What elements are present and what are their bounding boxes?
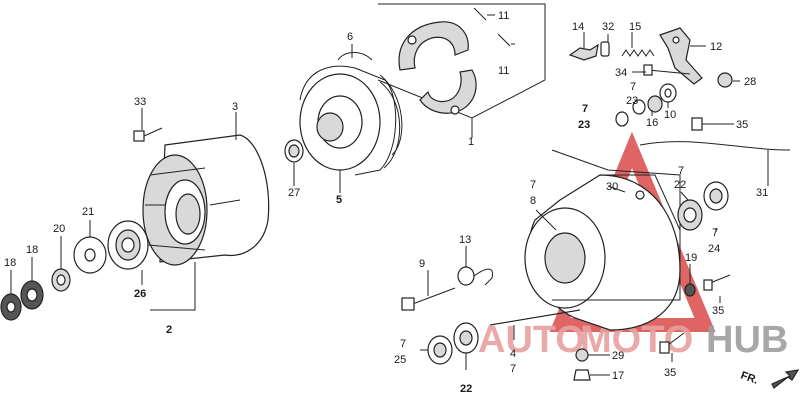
callout-16: 16 (646, 117, 658, 129)
callout-2: 2 (166, 324, 172, 336)
callout-23b: 23 (578, 119, 590, 131)
spacer-20 (51, 268, 71, 292)
seal-22-upper (677, 199, 703, 231)
cam-spring-13 (457, 266, 494, 286)
callout-7b: 7 (582, 103, 588, 115)
bolt-17 (573, 369, 591, 381)
o-ring-23a (632, 99, 646, 115)
axle-4 (489, 309, 581, 326)
callout-labels: 11 11 6 14 32 15 12 34 28 33 3 7 23 16 1… (4, 10, 768, 395)
brake-cable-31 (639, 141, 791, 151)
callout-23a: 23 (626, 95, 638, 107)
bolt-35-upper (691, 117, 728, 131)
wheel-hub (142, 134, 270, 266)
callout-22a: 22 (674, 179, 686, 191)
seal-25 (427, 335, 453, 365)
callout-34: 34 (615, 67, 627, 79)
washer-16 (647, 95, 663, 113)
callout-6: 6 (347, 31, 353, 43)
callout-4: 4 (510, 348, 516, 360)
callout-5: 5 (336, 194, 342, 206)
callout-17: 17 (612, 370, 624, 382)
callout-18b: 18 (4, 257, 16, 269)
nut-29 (575, 348, 589, 362)
callout-19: 19 (685, 252, 697, 264)
callout-24: 24 (708, 243, 720, 255)
seal-18a (20, 280, 44, 310)
callout-25: 25 (394, 354, 406, 366)
callout-11a: 11 (498, 10, 509, 22)
leader-lines (10, 14, 769, 376)
washer-21 (73, 236, 107, 274)
nut-28 (717, 72, 733, 88)
callout-10: 10 (664, 109, 676, 121)
callout-18a: 18 (26, 244, 38, 256)
brake-arm-12 (659, 27, 703, 85)
callout-20: 20 (53, 223, 65, 235)
spring-pins (473, 7, 511, 47)
watermark-word-hub: HUB (706, 319, 788, 361)
bolt-35-right (703, 274, 731, 291)
callout-7f: 7 (400, 338, 406, 350)
callout-3: 3 (232, 101, 238, 113)
bolt-34 (643, 64, 691, 76)
callout-7e: 7 (712, 227, 718, 239)
callout-11b: 11 (498, 65, 509, 77)
direction-label: FR. (739, 370, 760, 387)
callout-1: 1 (468, 136, 474, 148)
o-ring (337, 52, 403, 156)
seal-18b (0, 293, 22, 321)
forward-direction-arrow: FR. (739, 369, 800, 389)
callout-7d: 7 (530, 179, 536, 191)
bolt-35-lower (659, 332, 685, 354)
callout-13: 13 (459, 234, 471, 246)
o-ring-23b (615, 111, 629, 127)
callout-35a: 35 (736, 119, 748, 131)
wing-nut-14 (568, 43, 599, 61)
callout-32: 32 (602, 21, 614, 33)
spring-15 (621, 49, 655, 57)
callout-7a: 7 (630, 81, 636, 93)
callout-30: 30 (606, 181, 618, 193)
bearing-26 (107, 220, 149, 270)
callout-12: 12 (710, 41, 722, 53)
callout-22b: 22 (460, 383, 472, 395)
washer-19 (684, 283, 696, 297)
callout-35b: 35 (712, 305, 724, 317)
brake-shoes (398, 21, 477, 115)
callout-29: 29 (612, 350, 624, 362)
watermark-word-auto: AUTO (478, 319, 585, 361)
washer-10 (659, 83, 677, 103)
callout-33: 33 (134, 96, 146, 108)
dust-seal-27 (284, 139, 304, 163)
callout-14: 14 (572, 21, 584, 33)
panel-frame-30 (551, 149, 681, 301)
seal-22-lower (453, 322, 479, 354)
callout-35c: 35 (664, 367, 676, 379)
callout-7g: 7 (510, 363, 516, 375)
brake-cam-9 (401, 287, 456, 311)
callout-31: 31 (756, 187, 768, 199)
callout-9: 9 (419, 258, 425, 270)
callout-7c: 7 (678, 165, 684, 177)
callout-28: 28 (744, 76, 756, 88)
hub-bolt-33 (133, 127, 163, 142)
brake-panel-8 (524, 174, 681, 331)
callout-8: 8 (530, 195, 536, 207)
joint-pin-32 (600, 41, 610, 57)
callout-26: 26 (134, 288, 146, 300)
callout-27: 27 (288, 187, 300, 199)
seal-24 (703, 181, 729, 211)
callout-21: 21 (82, 206, 94, 218)
callout-15: 15 (629, 21, 641, 33)
